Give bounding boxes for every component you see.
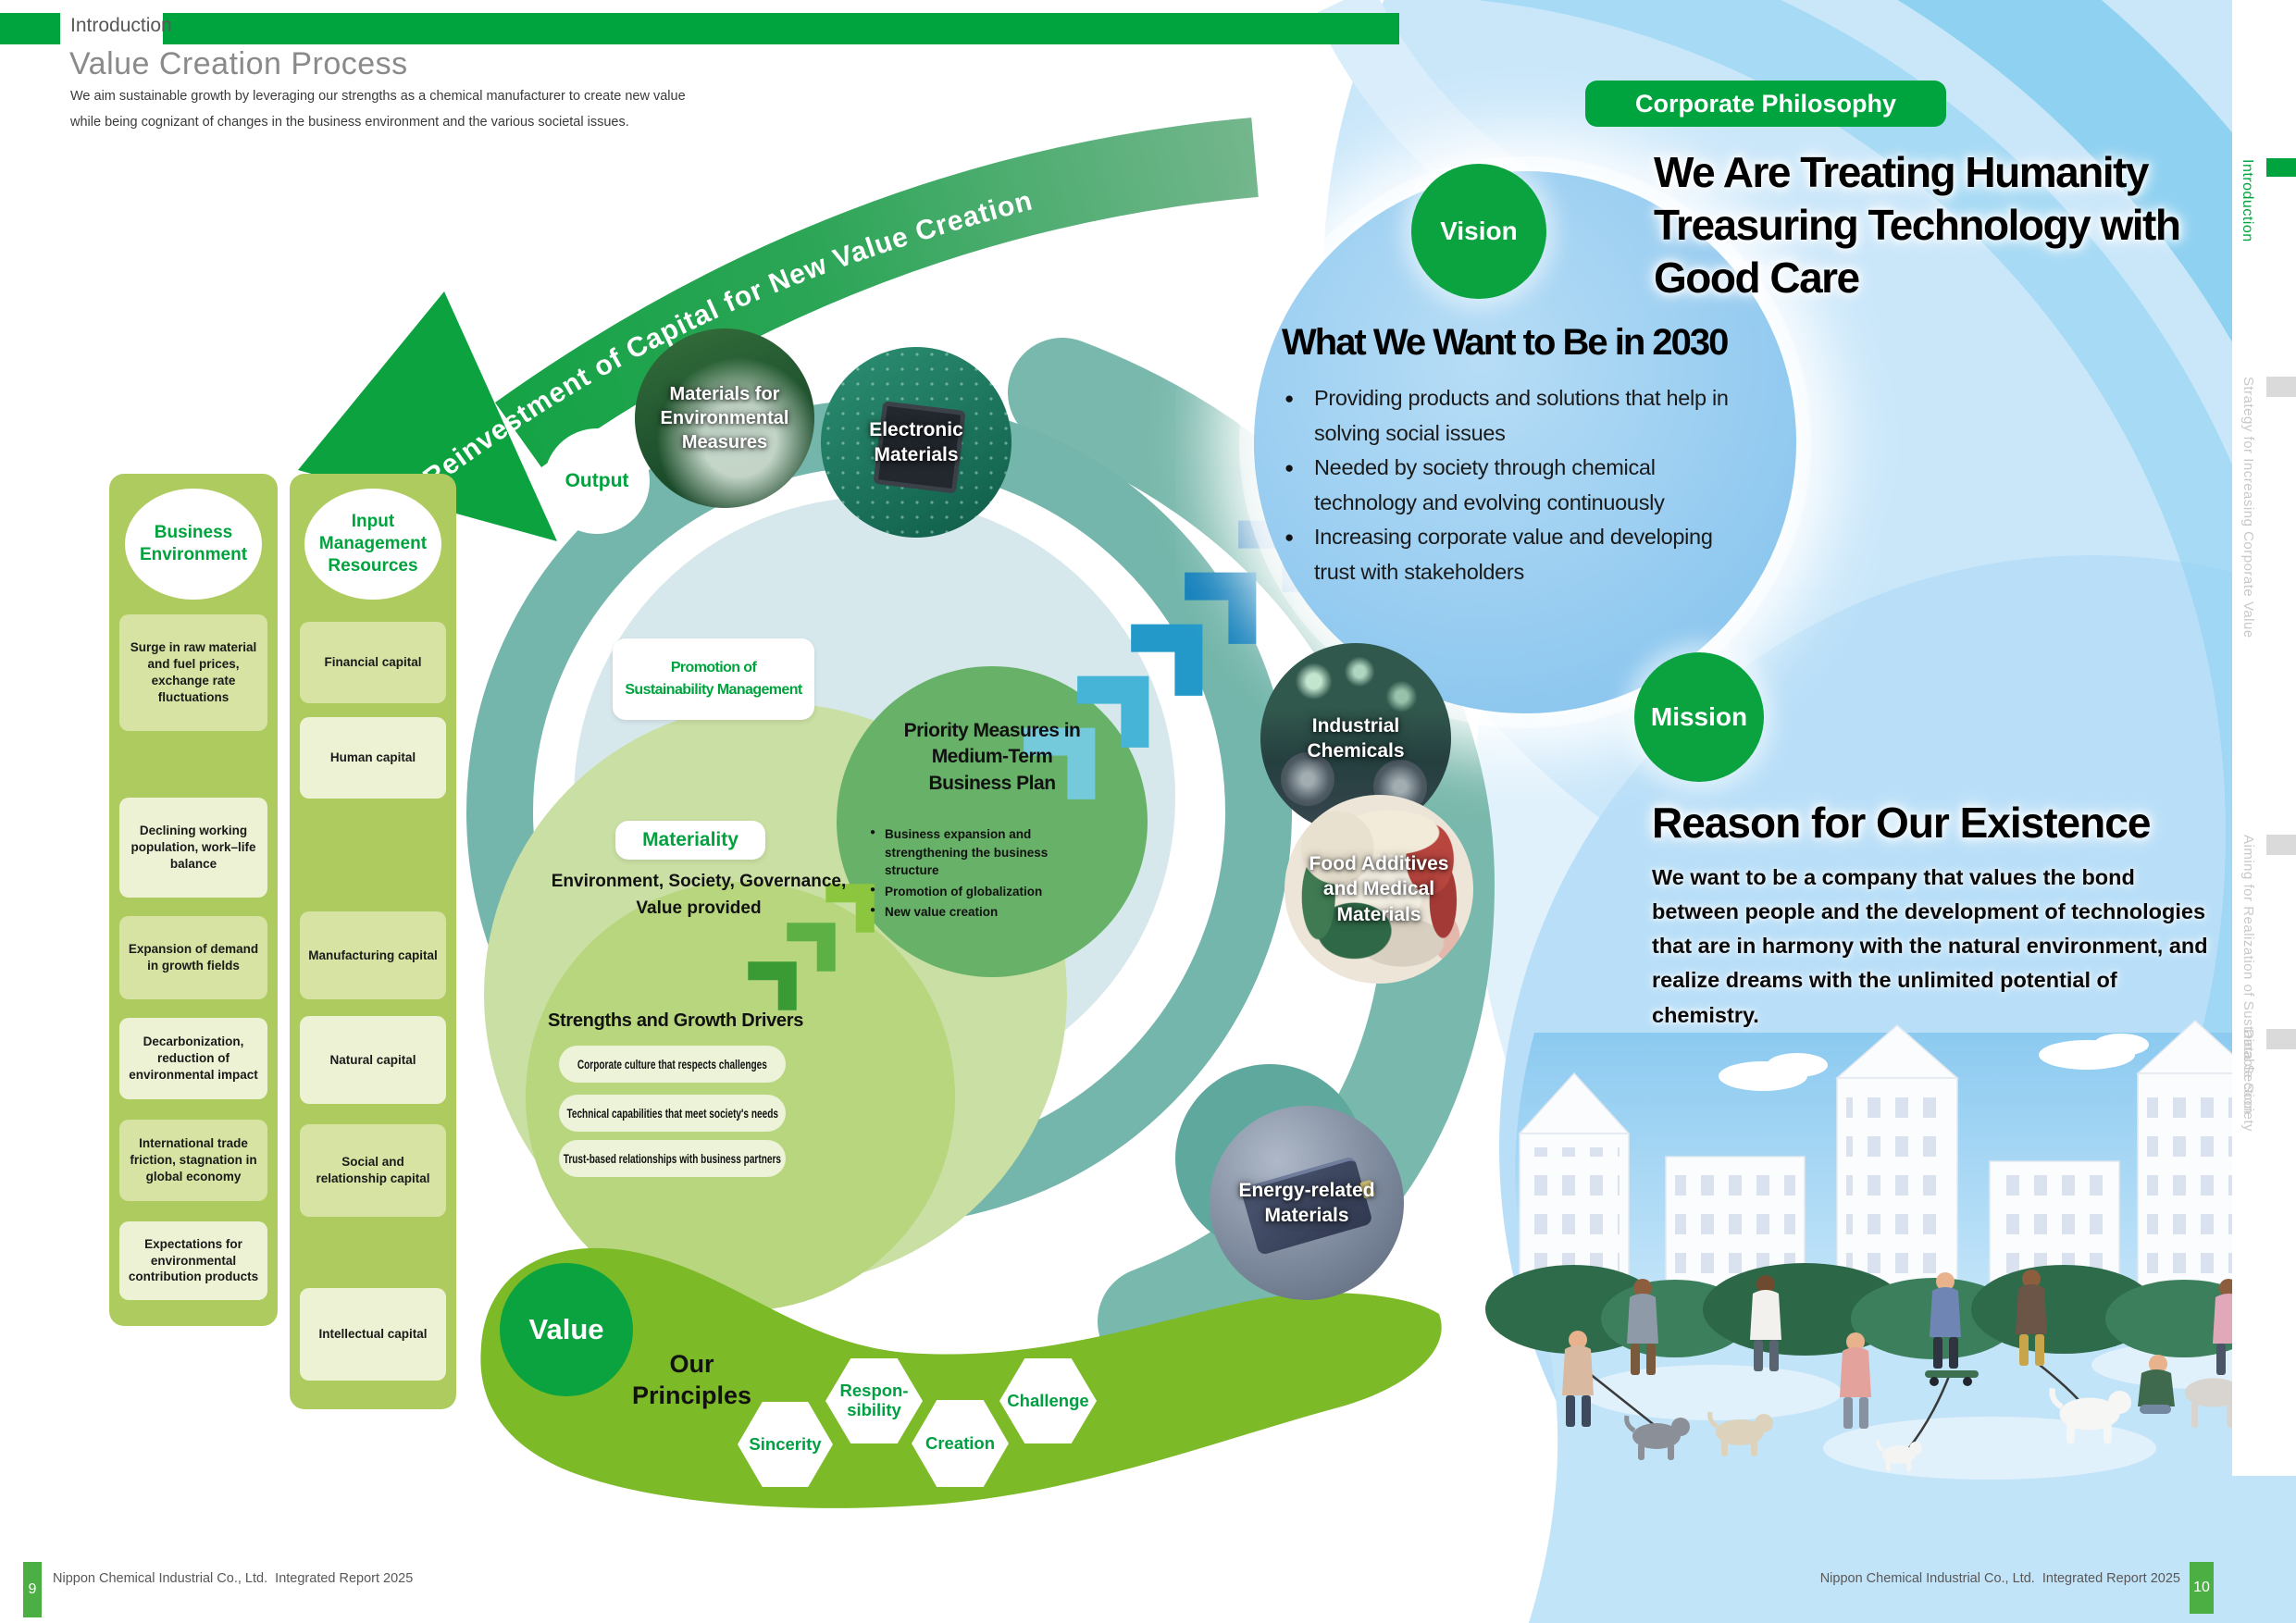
priority-item: New value creation bbox=[870, 903, 1083, 922]
output-label: Output bbox=[565, 470, 629, 491]
business-environment-item: Surge in raw material and fuel prices, e… bbox=[119, 614, 267, 731]
mission-body: We want to be a company that values the … bbox=[1652, 865, 2208, 1027]
tab-marker bbox=[2266, 377, 2296, 397]
section-eyebrow: Introduction bbox=[70, 15, 172, 36]
town-illustration bbox=[1485, 1019, 2296, 1623]
priority-title-line: Priority Measures in bbox=[903, 720, 1081, 741]
business-environment-column: Business Environment Surge in raw materi… bbox=[109, 474, 278, 1326]
value-blob bbox=[480, 1247, 1442, 1508]
hexagon-label: Creation bbox=[925, 1432, 996, 1453]
strength-pill: Trust-based relationships with business … bbox=[559, 1140, 786, 1177]
hexagon-label: Challenge bbox=[1007, 1390, 1089, 1410]
side-nav-label: Strategy for Increasing Corporate Value bbox=[2240, 377, 2256, 638]
vision-goals-list: Providing products and solutions that he… bbox=[1285, 381, 1752, 590]
food-additives-label: Food Additives and Medical Materials bbox=[1309, 853, 1449, 925]
strengths-title: Strengths and Growth Drivers bbox=[547, 1010, 804, 1031]
business-environment-item: International trade friction, stagnation… bbox=[119, 1120, 267, 1201]
strength-pill: Technical capabilities that meet society… bbox=[559, 1095, 786, 1132]
mission-circle: Mission bbox=[1634, 652, 1764, 782]
input-resources-item: Intellectual capital bbox=[300, 1288, 446, 1381]
esg-line: Environment, Society, Governance, bbox=[551, 872, 847, 891]
business-environment-item: Decarbonization, reduction of environmen… bbox=[119, 1018, 267, 1099]
green-chevrons bbox=[748, 884, 875, 1010]
promotion-line: Sustainability Management bbox=[625, 682, 802, 698]
food-additives-circle: Food Additives and Medical Materials bbox=[1285, 795, 1473, 984]
header-bar-right bbox=[163, 13, 1399, 44]
vision-subtitle: What We Want to Be in 2030 bbox=[1282, 322, 1729, 363]
hexagon-label: Sincerity bbox=[749, 1433, 822, 1454]
priority-measures-title: Priority Measures in Medium-Term Busines… bbox=[881, 718, 1103, 797]
page-number-right: 10 bbox=[2190, 1562, 2214, 1614]
business-environment-item: Expectations for environmental contribut… bbox=[119, 1221, 267, 1300]
esg-caption: Environment, Society, Governance, Value … bbox=[537, 868, 861, 923]
materials-environmental-label: Materials for Environmental Measures bbox=[660, 384, 789, 452]
input-resources-item: Human capital bbox=[300, 717, 446, 799]
priority-title-line: Business Plan bbox=[928, 772, 1056, 794]
page-number: 9 bbox=[28, 1581, 37, 1597]
business-environment-title: Business Environment bbox=[125, 489, 262, 600]
vision-goal: Needed by society through chemical techn… bbox=[1285, 451, 1752, 520]
input-resources-item: Natural capital bbox=[300, 1016, 446, 1104]
electronic-materials-label: Electronic Materials bbox=[869, 418, 963, 465]
vision-label: Vision bbox=[1440, 217, 1518, 245]
promotion-box: Promotion of Sustainability Management bbox=[613, 638, 814, 720]
promotion-line: Promotion of bbox=[670, 660, 757, 675]
business-environment-item: Declining working population, work–life … bbox=[119, 798, 267, 898]
strength-pill: Corporate culture that respects challeng… bbox=[559, 1046, 786, 1083]
corporate-philosophy-badge: Corporate Philosophy bbox=[1585, 81, 1946, 127]
page-number-left: 9 bbox=[23, 1562, 42, 1617]
vision-circle: Vision bbox=[1411, 164, 1546, 299]
input-resources-item: Manufacturing capital bbox=[300, 911, 446, 999]
side-nav-label: Data Section bbox=[2240, 1029, 2256, 1114]
input-resources-column: Input Management Resources Financial cap… bbox=[290, 474, 456, 1409]
priority-item: Promotion of globalization bbox=[870, 883, 1083, 901]
footer-left-text: Nippon Chemical Industrial Co., Ltd. Int… bbox=[53, 1571, 414, 1586]
hexagon-label: Respon-sibility bbox=[839, 1381, 909, 1419]
page-title: Value Creation Process bbox=[69, 46, 408, 81]
tab-marker-active bbox=[2266, 158, 2296, 177]
steel-coil-graphic bbox=[1281, 752, 1334, 806]
strength-pill-label: Technical capabilities that meet society… bbox=[566, 1106, 778, 1121]
tab-marker bbox=[2266, 1029, 2296, 1049]
footer-right-text: Nippon Chemical Industrial Co., Ltd. Int… bbox=[1819, 1571, 2180, 1586]
priority-item: Business expansion and strengthening the… bbox=[870, 825, 1083, 880]
industrial-chemicals-label: Industrial Chemicals bbox=[1307, 714, 1405, 762]
value-label: Value bbox=[528, 1313, 604, 1345]
input-resources-item: Social and relationship capital bbox=[300, 1124, 446, 1217]
value-circle: Value bbox=[500, 1263, 633, 1396]
mission-label: Mission bbox=[1650, 702, 1748, 731]
input-resources-title: Input Management Resources bbox=[304, 489, 441, 600]
output-circle: Output bbox=[544, 428, 650, 534]
header-bar-left bbox=[0, 13, 60, 44]
vision-goal: Providing products and solutions that he… bbox=[1285, 381, 1752, 451]
energy-materials-circle: Energy-related Materials bbox=[1210, 1106, 1404, 1300]
side-nav-rail bbox=[2232, 0, 2296, 1476]
tab-marker bbox=[2266, 835, 2296, 855]
mission-headline: Reason for Our Existence bbox=[1652, 799, 2151, 847]
esg-line: Value provided bbox=[636, 898, 762, 919]
priority-measures-list: Business expansion and strengthening the… bbox=[870, 825, 1083, 924]
materiality-box: Materiality bbox=[615, 821, 765, 860]
page-number: 10 bbox=[2193, 1580, 2210, 1595]
strength-pill-label: Trust-based relationships with business … bbox=[563, 1151, 782, 1166]
electronic-materials-circle: Electronic Materials bbox=[821, 347, 1011, 538]
energy-materials-label: Energy-related Materials bbox=[1238, 1179, 1375, 1226]
our-principles-label: Our Principles bbox=[631, 1350, 752, 1409]
priority-title-line: Medium-Term bbox=[931, 746, 1053, 768]
vision-goal: Increasing corporate value and developin… bbox=[1285, 520, 1752, 589]
business-environment-item: Expansion of demand in growth fields bbox=[119, 916, 267, 999]
input-resources-item: Financial capital bbox=[300, 622, 446, 703]
intro-paragraph: We aim sustainable growth by leveraging … bbox=[70, 89, 686, 130]
materials-environmental-circle: Materials for Environmental Measures bbox=[635, 328, 814, 508]
side-nav-label: Introduction bbox=[2240, 159, 2255, 242]
vision-headline: We Are Treating Humanity Treasuring Tech… bbox=[1654, 148, 2181, 303]
strength-pill-label: Corporate culture that respects challeng… bbox=[577, 1057, 768, 1072]
side-nav-label: Aiming for Realization of Sustainable So… bbox=[2240, 835, 2256, 1132]
materiality-label: Materiality bbox=[642, 829, 738, 850]
